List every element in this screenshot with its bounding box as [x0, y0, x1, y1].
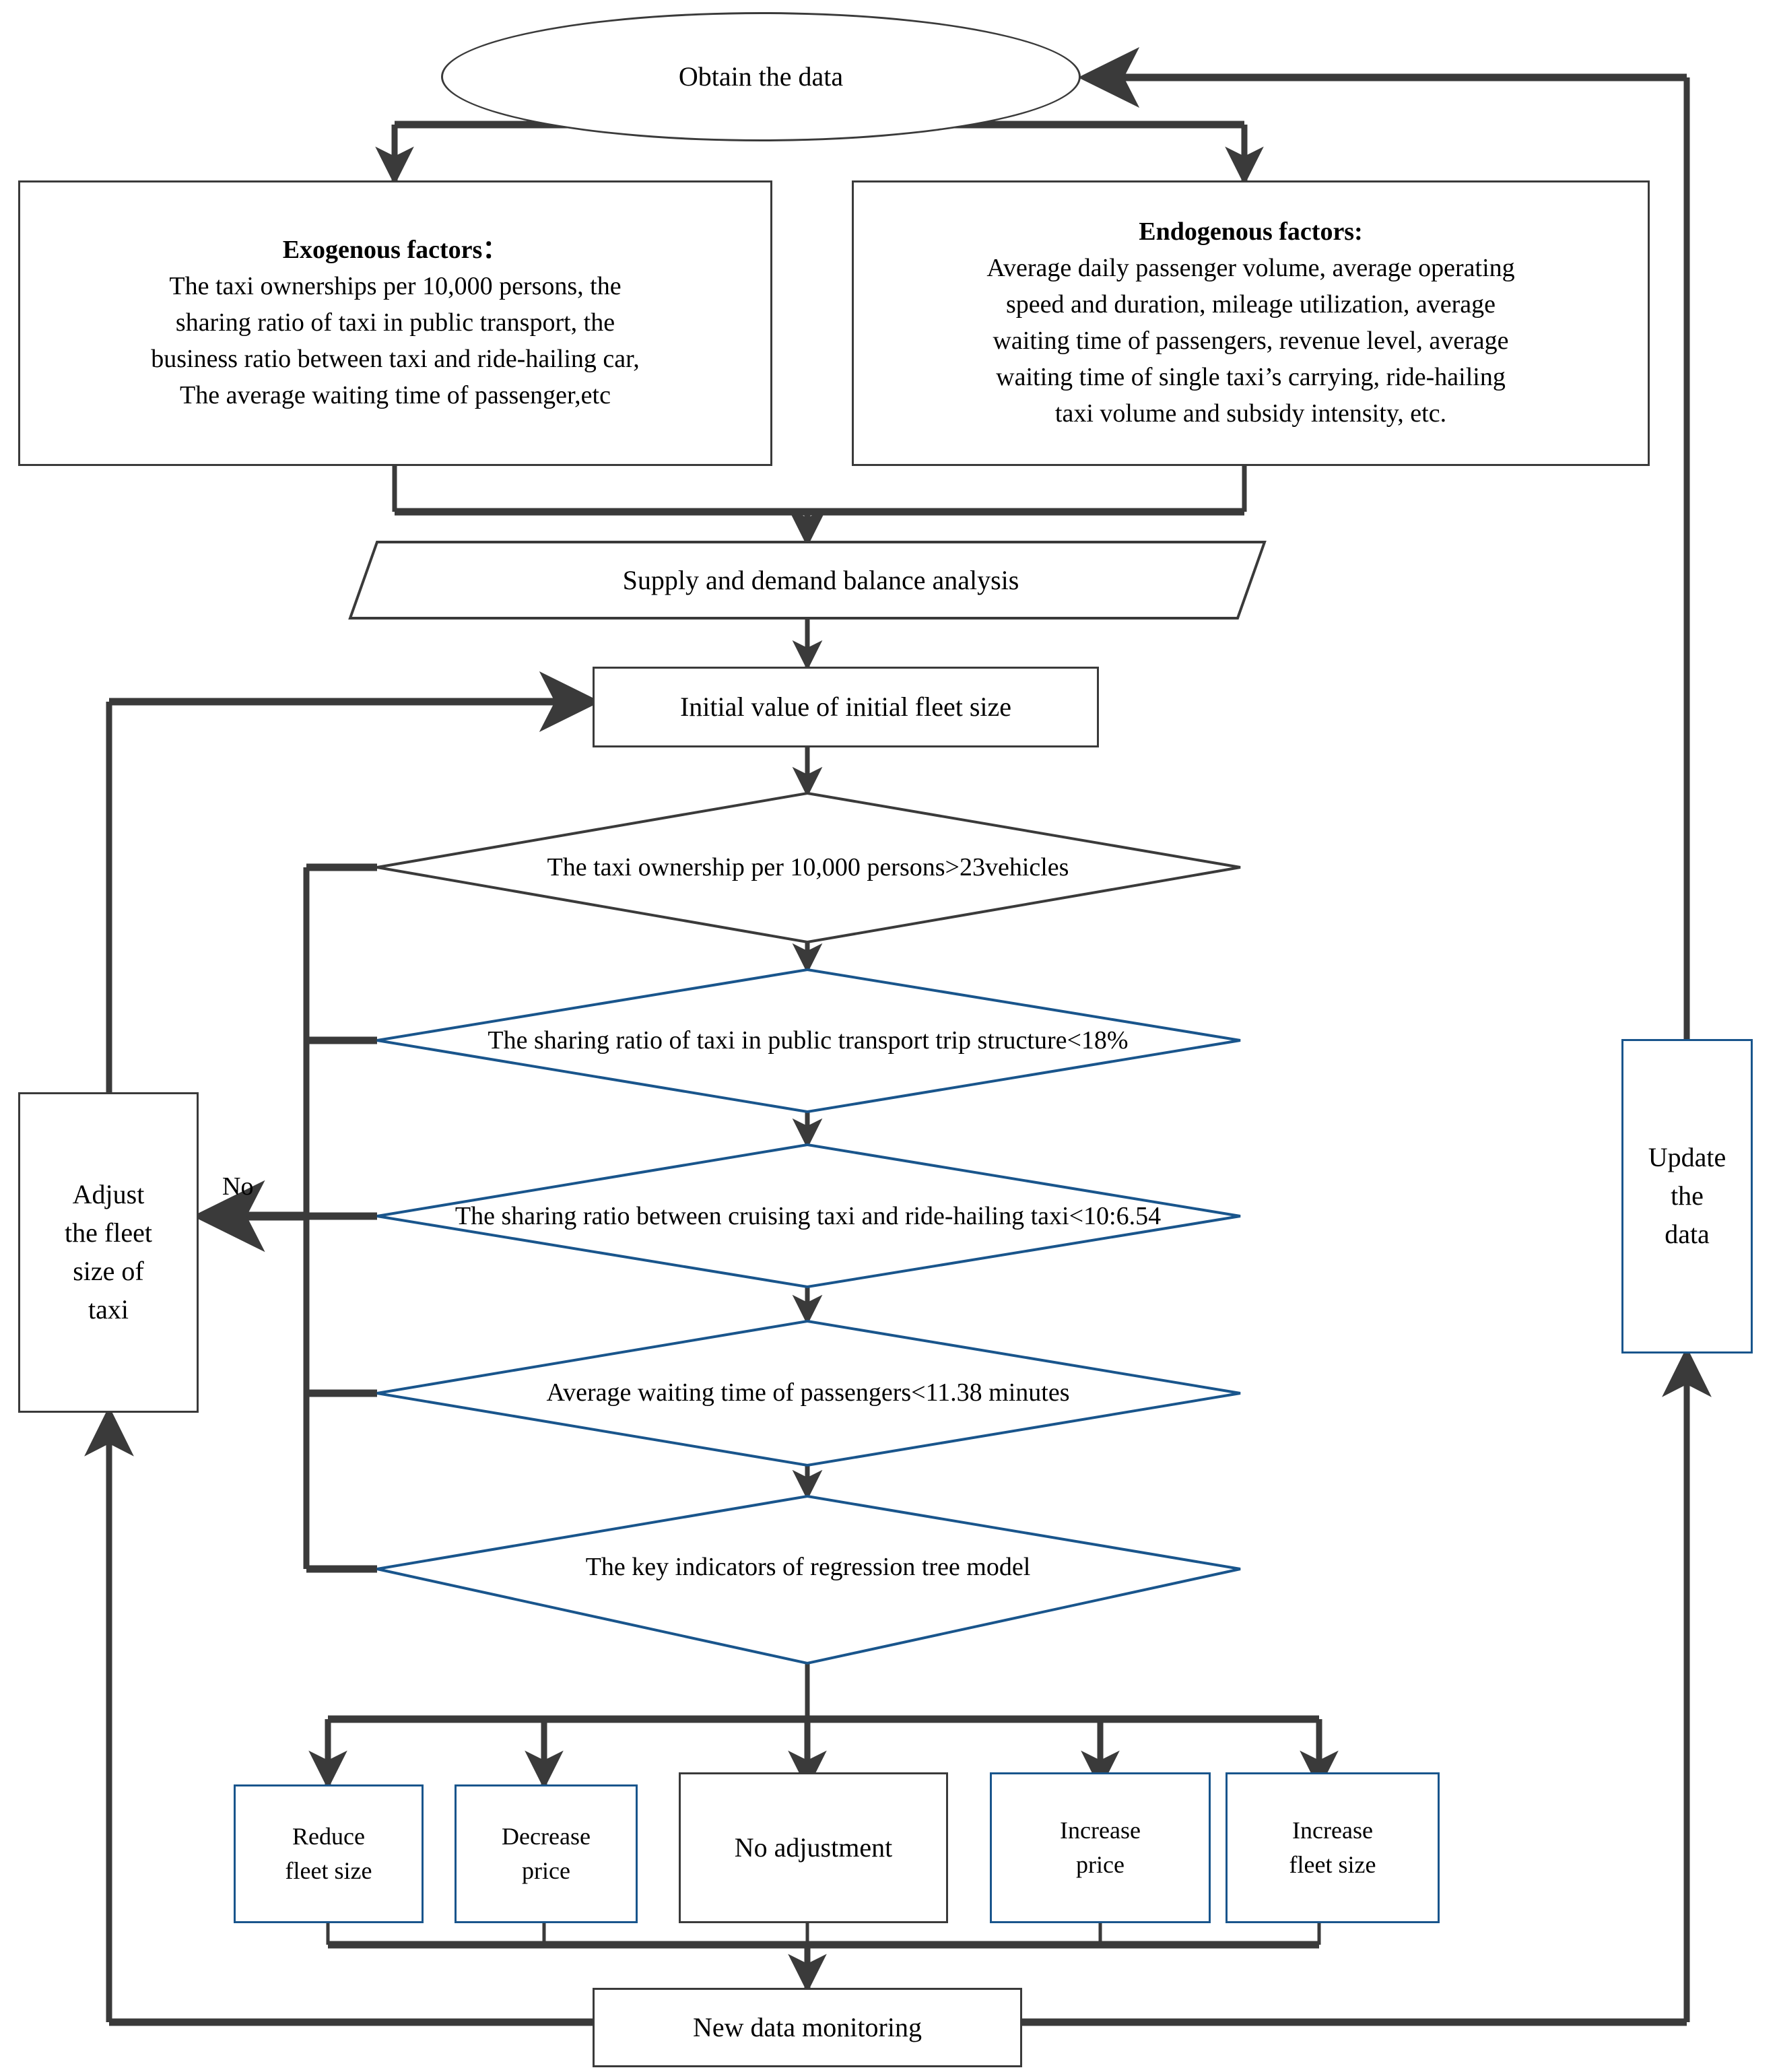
- action-box-no-adjustment[interactable]: No adjustment: [679, 1772, 948, 1923]
- decision-d1: [376, 791, 1241, 944]
- process-balance: [348, 541, 1267, 620]
- box-new-data-monitoring[interactable]: New data monitoring: [593, 1988, 1022, 2067]
- decision-d3: [376, 1143, 1241, 1289]
- exogenous-heading: Exogenous factors：: [282, 236, 508, 265]
- decision-d4: [376, 1319, 1241, 1467]
- action-box-decrease-price[interactable]: Decrease price: [455, 1784, 638, 1923]
- endogenous-body: Average daily passenger volume, average …: [986, 254, 1515, 428]
- edge-label-no: No: [222, 1172, 253, 1201]
- terminator-obtain-the-data[interactable]: Obtain the data: [441, 12, 1081, 141]
- box-update-the-data[interactable]: Update the data: [1621, 1039, 1753, 1354]
- action-decrease-price-label: Decrease price: [502, 1822, 591, 1884]
- endogenous-heading: Endogenous factors:: [1139, 218, 1363, 246]
- action-box-increase-fleet-size[interactable]: Increase fleet size: [1226, 1772, 1440, 1923]
- update-the-data-label: Update the data: [1648, 1142, 1726, 1249]
- new-data-monitoring-label: New data monitoring: [693, 2011, 922, 2042]
- box-exogenous-factors[interactable]: Exogenous factors： The taxi ownerships p…: [18, 180, 772, 466]
- action-box-increase-price[interactable]: Increase price: [990, 1772, 1211, 1923]
- action-no-adjustment-label: No adjustment: [734, 1832, 893, 1863]
- box-endogenous-factors[interactable]: Endogenous factors: Average daily passen…: [852, 180, 1650, 466]
- box-initial-fleet-size[interactable]: Initial value of initial fleet size: [593, 667, 1099, 747]
- decision-d2: [376, 968, 1241, 1114]
- action-increase-price-label: Increase price: [1060, 1816, 1141, 1878]
- action-reduce-fleet-size-label: Reduce fleet size: [285, 1822, 372, 1884]
- adjust-fleet-size-label: Adjust the fleet size of taxi: [65, 1179, 152, 1325]
- box-adjust-fleet-size[interactable]: Adjust the fleet size of taxi: [18, 1092, 199, 1413]
- process-balance-label: Supply and demand balance analysis: [622, 565, 1019, 595]
- edge-label-no-text: No: [222, 1172, 254, 1201]
- action-box-reduce-fleet-size[interactable]: Reduce fleet size: [234, 1784, 424, 1923]
- terminator-label: Obtain the data: [678, 61, 844, 92]
- exogenous-body: The taxi ownerships per 10,000 persons, …: [151, 272, 640, 409]
- initial-fleet-size-label: Initial value of initial fleet size: [679, 691, 1012, 722]
- action-increase-fleet-size-label: Increase fleet size: [1289, 1816, 1376, 1878]
- decision-d5: [376, 1494, 1241, 1665]
- process-balance-label-wrap[interactable]: Supply and demand balance analysis: [377, 542, 1265, 618]
